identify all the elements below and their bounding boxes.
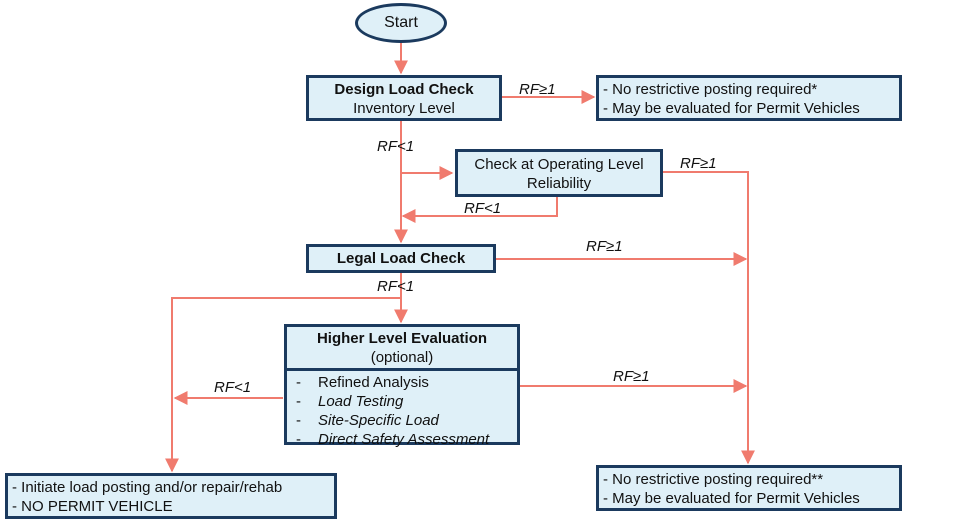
higher-level-evaluation-box: Higher Level Evaluation (optional) - Ref… [284, 324, 520, 448]
method-site-specific-load: Site-Specific Load [318, 412, 439, 429]
label-legal-pass: RF≥1 [586, 238, 623, 255]
start-terminal: Start [355, 3, 447, 43]
label-operating-pass: RF≥1 [680, 155, 717, 172]
label-design-pass: RF≥1 [519, 81, 556, 98]
arrow-operating-pass [662, 171, 755, 465]
outcome-top-line1: - No restrictive posting required* [603, 81, 818, 98]
higher-eval-subtitle: (optional) [370, 349, 434, 366]
higher-eval-title: Higher Level Evaluation [316, 330, 488, 347]
outcome-bottom-left-line2: - NO PERMIT VEHICLE [12, 498, 173, 515]
method-item: - Load Testing [296, 393, 404, 410]
outcome-no-posting-bottom: - No restrictive posting required** - Ma… [596, 465, 902, 511]
label-design-fail: RF<1 [377, 138, 415, 155]
outcome-load-posting: - Initiate load posting and/or repair/re… [5, 473, 337, 519]
method-item: - Refined Analysis [296, 374, 429, 391]
design-load-check-title: Design Load Check [334, 81, 474, 98]
arrow-legal-fail [165, 297, 401, 473]
arrow-operating-fail [401, 197, 558, 223]
outcome-bottom-right-line2: - May be evaluated for Permit Vehicles [603, 490, 860, 507]
legal-load-check-box: Legal Load Check [306, 244, 496, 273]
method-load-testing: Load Testing [318, 393, 404, 410]
method-direct-safety-assessment: Direct Safety Assessment [318, 431, 490, 448]
label-higher-pass: RF≥1 [613, 368, 650, 385]
method-item: - Direct Safety Assessment [296, 431, 490, 448]
operating-check-line1: Check at Operating Level [474, 156, 644, 173]
outcome-no-posting-top: - No restrictive posting required* - May… [596, 75, 902, 121]
label-higher-fail: RF<1 [214, 379, 252, 396]
operating-check-line2: Reliability [526, 175, 592, 192]
outcome-bottom-left-line1: - Initiate load posting and/or repair/re… [12, 479, 283, 496]
design-load-check-box: Design Load Check Inventory Level [306, 75, 502, 121]
method-refined-analysis: Refined Analysis [318, 374, 429, 391]
outcome-bottom-right-line1: - No restrictive posting required** [603, 471, 824, 488]
method-item: - Site-Specific Load [296, 412, 439, 429]
higher-eval-header: Higher Level Evaluation (optional) [287, 327, 517, 371]
outcome-top-line2: - May be evaluated for Permit Vehicles [603, 100, 860, 117]
higher-eval-methods: - Refined Analysis - Load Testing - Site… [287, 371, 517, 449]
label-legal-fail: RF<1 [377, 278, 415, 295]
operating-level-check-box: Check at Operating Level Reliability [455, 149, 663, 197]
label-operating-fail: RF<1 [464, 200, 502, 217]
design-load-check-subtitle: Inventory Level [353, 100, 455, 117]
